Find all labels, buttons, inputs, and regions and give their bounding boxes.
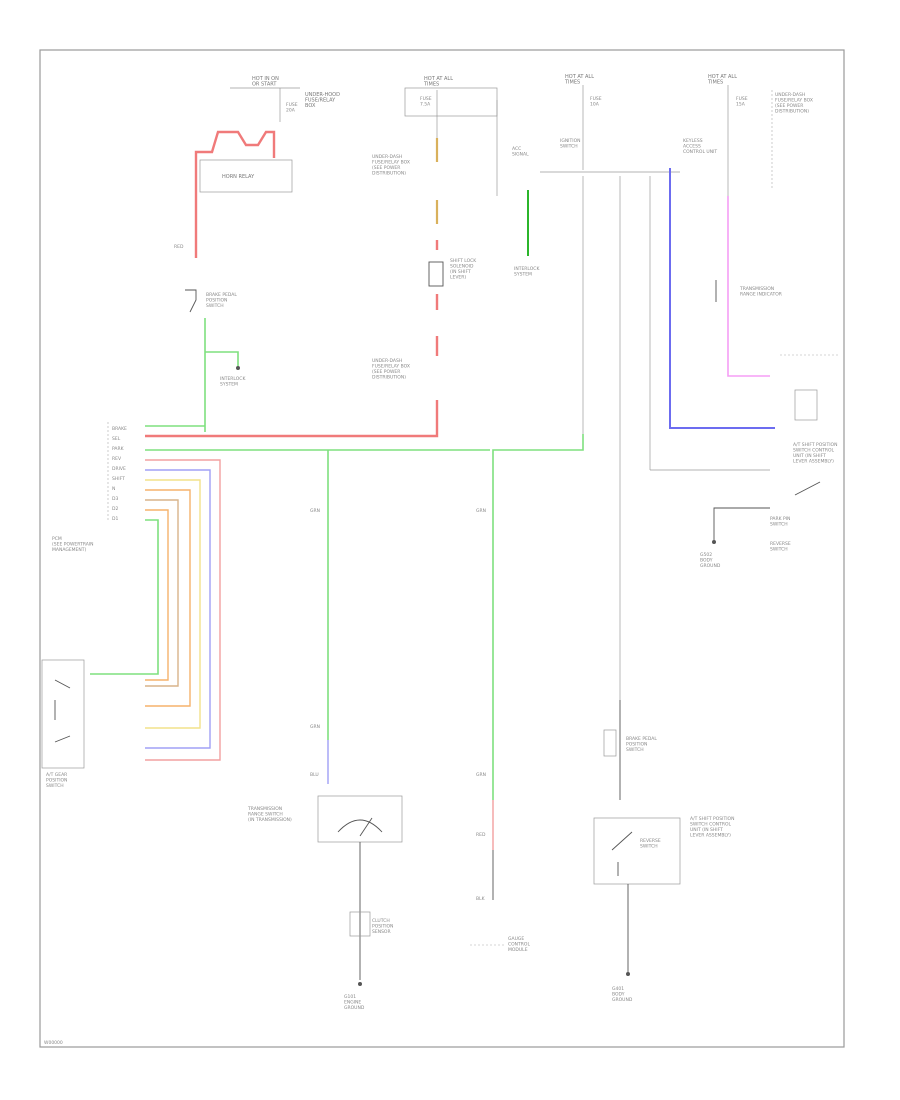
park-pin-switch-symbol [794, 481, 821, 496]
pin-row-7: D3 [112, 496, 118, 502]
tag-grn-1: GRN [310, 508, 320, 514]
pcm-wire-orange [145, 489, 191, 707]
pcm-wire-pink [145, 459, 221, 761]
reverse-switch-contact [611, 831, 633, 876]
atp-contacts [54, 679, 71, 743]
footer-code: W00000 [44, 1040, 63, 1046]
trans-range-arc [337, 819, 383, 833]
reverse-switch-box [593, 817, 681, 885]
brake-switch-symbol [185, 289, 197, 313]
diagram-frame [39, 49, 845, 1048]
pin-row-6: N [112, 486, 115, 492]
pink-wire-right [727, 196, 770, 377]
tag-grn-3: GRN [476, 508, 486, 514]
tag-grn-4: GRN [476, 772, 486, 778]
pin-row-1: SEL [112, 436, 121, 442]
clutch-sensor-box [349, 911, 371, 937]
pcm-wire-green-low [90, 519, 159, 675]
pin-row-2: PARK [112, 446, 125, 452]
tag-red-1: RED [174, 244, 184, 250]
pin-row-0: BRAKE [112, 426, 127, 432]
shift-lock-solenoid [428, 261, 444, 287]
tag-blk-1: BLK [476, 896, 486, 902]
pin-row-5: SHIFT [112, 476, 125, 482]
green-long-wire [492, 434, 584, 800]
pin-row-3: REV [112, 456, 122, 462]
pcm-wire-blue [145, 469, 211, 749]
pcm-wire-orange-2 [145, 509, 169, 681]
green-wire-interlock [205, 351, 239, 366]
trans-range-box [317, 795, 403, 843]
horn-relay-label: HORN RELAY [222, 174, 255, 180]
red-bus-wire [145, 400, 439, 438]
red-wire-relay [194, 130, 276, 258]
pin-row-9: D1 [112, 516, 118, 522]
pcm-wire-yellow [145, 479, 201, 729]
tag-blu-1: BLU [310, 772, 319, 778]
pin-row-4: DRIVE [112, 466, 126, 472]
ground-wire-g502 [713, 507, 770, 540]
pin-row-8: D2 [112, 506, 118, 512]
pcm-wire-tan [145, 499, 179, 687]
blue-wire-right [669, 168, 775, 429]
tag-red-2: RED [476, 832, 486, 838]
tag-grn-2: GRN [310, 724, 320, 730]
